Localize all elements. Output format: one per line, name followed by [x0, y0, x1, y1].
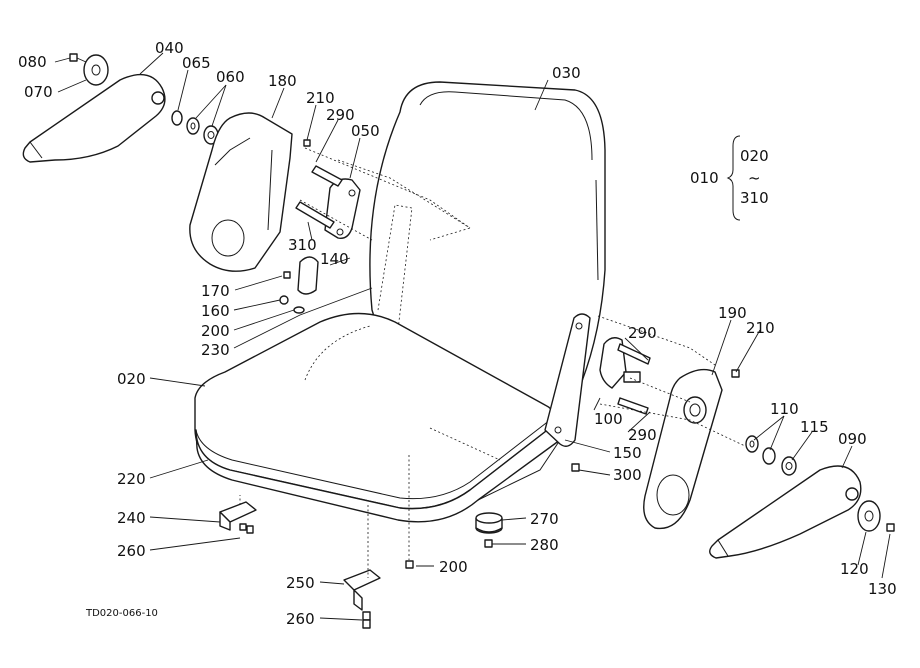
callout-060: 060 [216, 68, 245, 86]
leader-lines [54, 52, 891, 621]
callout-260-upper: 260 [117, 542, 146, 560]
right-hinge-rail [544, 313, 591, 447]
callout-290-right: 290 [628, 324, 657, 342]
mount-bracket-240 [219, 501, 257, 534]
callout-100: 100 [594, 410, 623, 428]
mount-bracket-250 [343, 569, 381, 629]
left-knob-washer [69, 53, 109, 86]
callout-030: 030 [552, 64, 581, 82]
callout-200-upper: 200 [201, 322, 230, 340]
range-assembly: 010 [690, 169, 719, 187]
callout-220: 220 [117, 470, 146, 488]
callout-150: 150 [613, 444, 642, 462]
hinge-pivot-parts [279, 256, 319, 314]
seat-cushion [194, 312, 569, 523]
callout-270: 270 [530, 510, 559, 528]
bolt-210-right [731, 369, 740, 378]
callout-280: 280 [530, 536, 559, 554]
callout-190: 190 [718, 304, 747, 322]
callout-200-lower: 200 [439, 558, 468, 576]
callout-240: 240 [117, 509, 146, 527]
callout-115: 115 [800, 418, 829, 436]
range-to: 310 [740, 189, 769, 207]
bolt-200-lower [405, 560, 414, 569]
callout-140: 140 [320, 250, 349, 268]
right-washers [745, 435, 797, 476]
callout-210-right: 210 [746, 319, 775, 337]
callout-300: 300 [613, 466, 642, 484]
callout-130: 130 [868, 580, 897, 598]
range-from: 020 [740, 147, 769, 165]
right-hinge-plate [599, 337, 651, 415]
callout-210-upper: 210 [306, 89, 335, 107]
callout-labels: 080 070 040 065 060 180 210 290 050 030 … [18, 39, 897, 628]
callout-310: 310 [288, 236, 317, 254]
left-armrest [22, 73, 166, 163]
left-washers [171, 110, 219, 145]
callout-120: 120 [840, 560, 869, 578]
callout-065: 065 [182, 54, 211, 72]
range-note: 010 020 ~ 310 [690, 147, 769, 207]
range-bracket-010 [726, 135, 741, 221]
callout-180: 180 [268, 72, 297, 90]
bolt-300 [571, 463, 580, 472]
callout-110: 110 [770, 400, 799, 418]
callout-020: 020 [117, 370, 146, 388]
left-hinge-plate [295, 165, 361, 239]
callout-290-upper: 290 [326, 106, 355, 124]
bolt-210-left [303, 139, 311, 147]
callout-090: 090 [838, 430, 867, 448]
callout-170: 170 [201, 282, 230, 300]
right-knob-washer [857, 500, 895, 532]
rubber-stopper-270 [475, 512, 503, 534]
callout-230: 230 [201, 341, 230, 359]
callout-050: 050 [351, 122, 380, 140]
callout-040: 040 [155, 39, 184, 57]
right-armrest [709, 465, 862, 559]
callout-250: 250 [286, 574, 315, 592]
callout-290-lower: 290 [628, 426, 657, 444]
left-arm-bracket [189, 112, 293, 272]
right-arm-bracket [643, 368, 723, 530]
drawing-code: TD020-066-10 [85, 608, 158, 619]
callout-080: 080 [18, 53, 47, 71]
range-tilde: ~ [748, 169, 761, 187]
callout-260-lower: 260 [286, 610, 315, 628]
assembly-center-lines [239, 147, 746, 578]
screw-280 [484, 539, 493, 548]
callout-070: 070 [24, 83, 53, 101]
callout-160: 160 [201, 302, 230, 320]
